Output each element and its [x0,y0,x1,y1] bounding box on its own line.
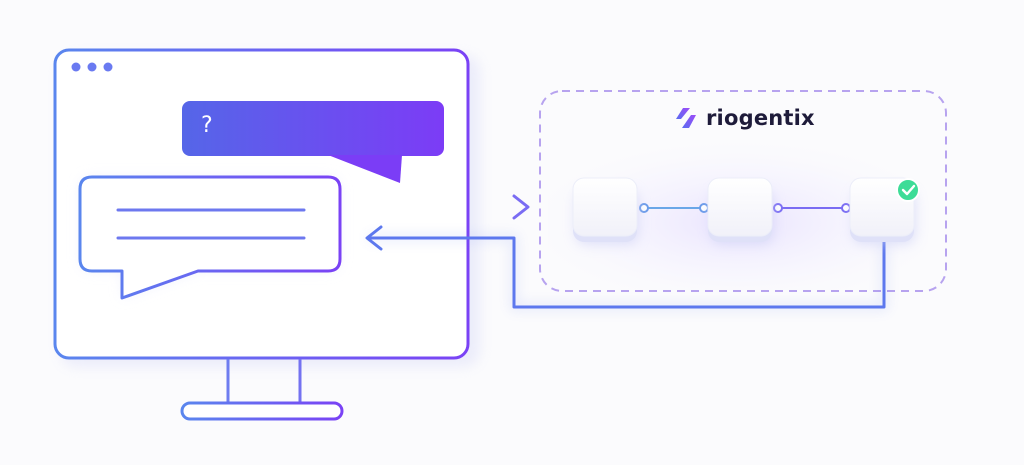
question-speech-bubble [182,101,444,183]
workflow-node [707,177,773,244]
question-mark-icon: ? [201,113,213,138]
answer-speech-bubble [78,175,342,300]
request-arrow [366,194,530,220]
response-return-path [365,225,887,310]
stacked-chevron-logo-icon [676,108,696,128]
brand-logo: riogentix [674,106,815,130]
check-icon [896,178,920,202]
response-arrowhead [365,225,383,251]
window-controls [71,62,113,72]
workflow-node [572,177,638,244]
monitor-stand [180,359,344,421]
brand-name: riogentix [706,106,815,130]
